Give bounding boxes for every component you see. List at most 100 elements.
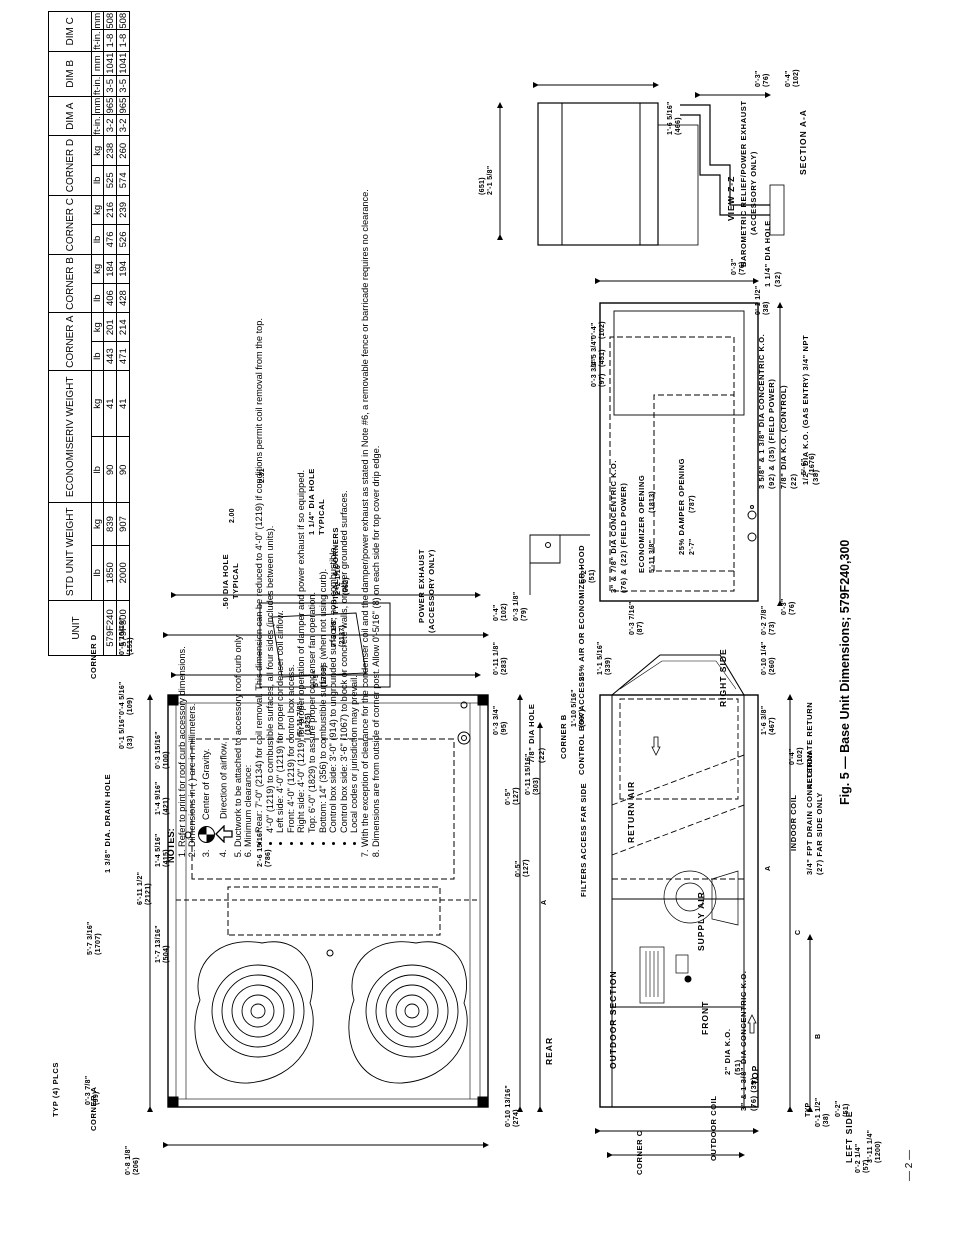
dim-text: 0'-10 13/16" [505,1085,512,1127]
notes-block: NOTES: Refer to print for roof curb acce… [166,173,381,863]
dim-a-label: A [541,900,548,905]
dim-text: (102) [599,321,606,339]
dim-text: (51) [843,1103,850,1117]
dim-text: 0'-4 5/16" [119,681,126,715]
dim-text: 2'-1 5/8" [487,166,494,195]
corner-c-label: CORNER C [635,1130,644,1175]
drain-connection-label-2: (27) FAR SIDE ONLY [815,792,824,875]
dim-text: 2'-2 1/16" [335,561,342,595]
dim-text: (1825) [305,713,312,735]
side-view-labels: LEFT SIDE RIGHT SIDE FILTERS ACCESS FAR … [571,453,882,1173]
dim-text: (151) [127,637,134,655]
dim-text: 0'-5 15/16" [119,617,126,655]
knockout-1-label: 3" & 7/8" DIA CONCENTRIC K.O. [609,460,618,593]
dim-text: TYP [805,1102,812,1117]
knockout-2-label: 3 5/8" & 1 3/8" DIA CONCENTRIC K.O. [757,334,766,489]
dim-text: (467) [769,717,776,735]
top-view-labels: CORNER A CORNER B CORNER C CORNER D REAR… [51,468,760,1175]
dim-text: (786) [265,849,272,867]
dim-text: (57) [863,1159,870,1173]
rear-label: REAR [544,1037,554,1065]
dim-text: 1 1/4" DIA HOLE [763,220,772,287]
dim-text: 1'-5 3/4" [591,338,598,367]
dim-text: (415) [163,849,170,867]
left-side-label: LEFT SIDE [844,1111,854,1163]
side-view [595,654,813,1158]
view-zz-accessory: (ACCESSORY ONLY) [749,151,758,235]
economizer-opening-dim-mm: (1813) [649,491,656,513]
dim-text: 0'-2 1/4" [855,1144,862,1173]
dim-text: 0'-2" [581,566,588,583]
view-zz-labels: VIEW Z-Z BAROMETRIC RELIEF/POWER EXHAUST… [479,100,758,267]
dim-text: 0'-8 1/8" [125,1146,132,1175]
dim-text: 0'-3 3/4" [591,358,598,387]
dim-text: (1753) [321,665,328,687]
dim-b-label: B [815,1034,822,1039]
dim-text: 0'-1 5/16" [119,715,126,749]
dim-text: (1676) [809,453,816,475]
condenser-fan-2 [348,941,468,1084]
indoor-coil-label: INDOOR COIL [789,794,798,851]
dim-text: (51) [589,569,596,583]
knockout-4-mm: (38) [811,469,820,485]
page-number: — 2 — [904,1149,915,1181]
dim-text: 0'-3" [755,70,762,87]
dia-hole-114-label: 1 1/4" DIA HOLE [307,468,316,535]
alternate-return-label: ALTERNATE RETURN [805,702,814,789]
dim-text: 0'-4" [493,604,500,621]
power-exhaust-accessory-label: (ACCESSORY ONLY) [427,549,436,633]
typ-plcs-label: TYP (4) PLCS [51,1062,60,1117]
dim-text: 0'-2 7/8" [761,606,768,635]
dim-text: (274) [513,1109,520,1127]
economizer-opening [609,336,735,592]
economizer-opening-dim: 5'-11 3/8" [649,540,656,573]
dia-hole-78-mm: (22) [537,747,546,763]
dim-text: 0'-3" [781,598,788,615]
econ-hood-label: 25% AIR OR ECONOMIZER HOOD [577,545,586,681]
dim-text: (421) [163,797,170,815]
power-exhaust-label: POWER EXHAUST [417,549,426,623]
dim-text: 1'-4 5/16" [155,833,162,867]
view-zz-title: VIEW Z-Z [726,176,736,221]
dim-text: (283) [501,657,508,675]
knockout-4-label: 1/2" DIA K.O. (GAS ENTRY) 3/4" NPT [801,335,810,485]
dim-text: (33) [127,735,134,749]
dim-text: (32) [773,271,782,287]
section-a-marker: A [765,866,772,871]
end-view-outline [599,302,759,602]
dim-text: 0'-11 1/8" [493,642,500,675]
corner-b-label: CORNER B [559,714,568,759]
dim-text: (451) [599,349,606,367]
dim-2-31: 2.31 [259,468,266,483]
drain-connection-label: 3/4" FPT DRAIN CONNECTION [805,751,814,875]
dim-text: (76) [763,73,770,87]
front-label: FRONT [700,1001,710,1035]
dim-text: 5'-9" [313,670,320,687]
dim-text: 0'-4" [789,748,796,765]
view-zz-subtitle: BAROMETRIC RELIEF/POWER EXHAUST [739,100,748,267]
economizer-opening-label: ECONOMIZER OPENING [637,475,646,573]
dim-text: (2187) [339,625,346,647]
end-view-labels: ECONOMIZER OPENING 5'-11 3/8" (1813) 25%… [581,220,820,593]
dim-text: (206) [133,1157,140,1175]
blower [663,870,739,926]
knockout-3-mm: (22) [789,473,798,489]
dim-text: (127) [513,787,520,805]
note-4: Direction of airflow. [214,173,233,847]
control-box-label: CONTROL BOX ACCESS [577,676,586,775]
dim-text: 0'-4" [785,70,792,87]
corner-d-label: CORNER D [89,634,98,679]
condenser-fan-1 [194,941,314,1084]
dim-text: 5'-7 3/16" [87,921,94,955]
dim-text: (76) [739,261,746,275]
dim-text: (1707) [95,933,102,955]
dim-text: 0'-3 1/8" [513,592,520,621]
dim-text: (73) [769,621,776,635]
dia-hole-78-label: 7/8" DIA HOLE [527,704,536,763]
dim-text: 1'-6 3/8" [761,706,768,735]
airflow-arrow-icon [214,825,233,843]
damper-opening-label: 25% DAMPER OPENING [677,458,686,555]
dim-text: (109) [127,697,134,715]
dim-text: (662) [343,577,350,595]
